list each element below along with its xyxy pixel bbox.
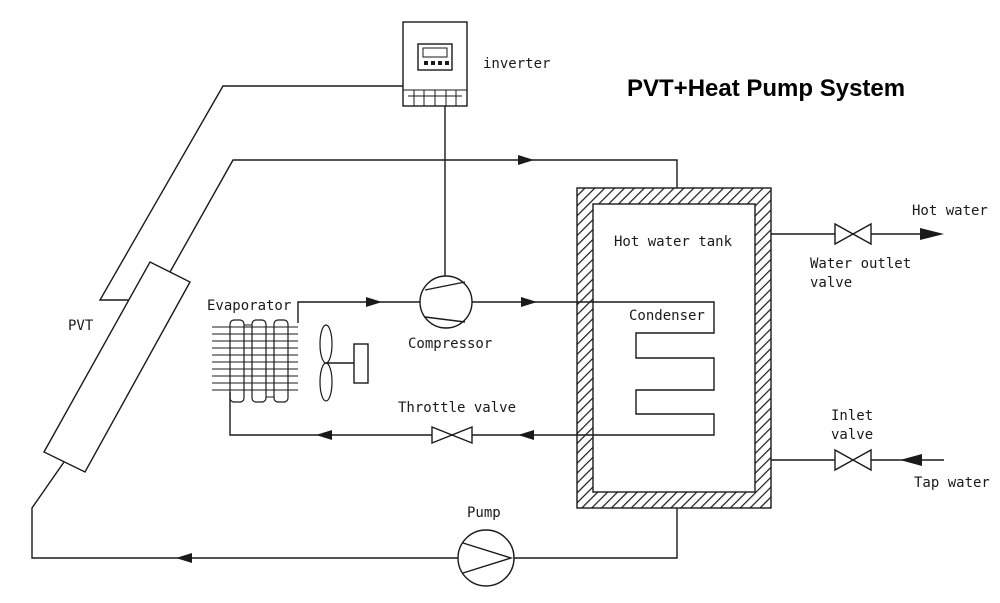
condenser-coil [577,301,715,436]
water-outlet-valve-label-line1: Water outlet [810,256,911,272]
pump [457,529,515,587]
tap-water-label: Tap water [914,475,990,491]
water-outlet-valve-label-line2: valve [810,275,852,291]
pvt-panel [43,261,191,473]
arrow-right-icon [518,155,534,165]
pvt-inverter-wire [98,85,403,301]
arrow-right-icon [521,297,537,307]
hot-water-tank-label: Hot water tank [614,234,733,250]
compressor [419,275,473,329]
diagram-title: PVT+Heat Pump System [627,75,905,102]
pvt-label: PVT [68,318,94,334]
evaporator [212,319,298,403]
arrow-left-icon [900,454,922,466]
inlet-valve-label-line2: valve [831,427,873,443]
water-outlet-valve [834,222,872,246]
arrow-left-icon [176,553,192,563]
fan-icon [319,324,369,402]
throttle-valve [431,425,473,445]
arrow-right-icon [920,228,944,240]
inlet-valve [834,448,872,472]
tank-inner [592,203,756,493]
arrow-left-icon [518,430,534,440]
inverter-label: inverter [483,56,550,72]
arrow-left-icon [316,430,332,440]
inlet-valve-label-line1: Inlet [831,408,873,424]
throttle-valve-label: Throttle valve [398,400,516,416]
inverter [402,21,468,107]
condenser-label: Condenser [629,308,705,324]
hot-water-label: Hot water [912,203,988,219]
arrow-right-icon [366,297,382,307]
pump-label: Pump [467,505,501,521]
refrigerant-suction-pipe [297,301,420,323]
compressor-label: Compressor [408,336,492,352]
pvt-return-pipe [31,461,678,559]
pvt-hot-supply-pipe [169,159,678,273]
evaporator-label: Evaporator [207,298,291,314]
